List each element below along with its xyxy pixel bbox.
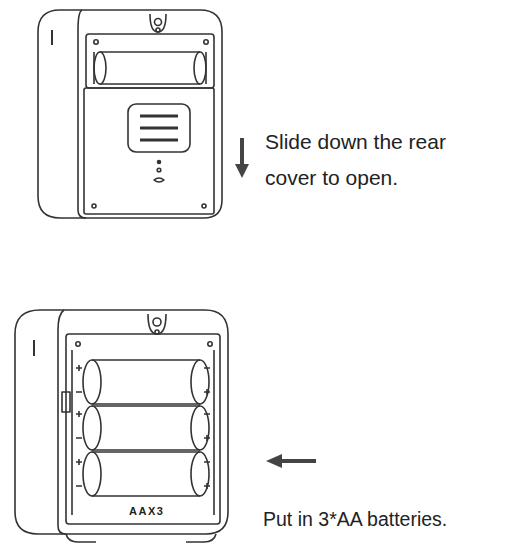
instruction-text: Slide down the rear cover to open. <box>265 124 497 196</box>
housing-outline <box>15 310 228 534</box>
battery-marking: AAX3 <box>127 504 166 518</box>
battery-compartment <box>66 334 220 524</box>
housing-outline <box>38 10 222 218</box>
rear-cover <box>84 88 214 214</box>
aa-battery <box>83 360 209 404</box>
aa-battery <box>83 406 209 450</box>
instruction-text: Put in 3*AA batteries. <box>263 505 503 533</box>
aa-battery <box>83 452 209 496</box>
